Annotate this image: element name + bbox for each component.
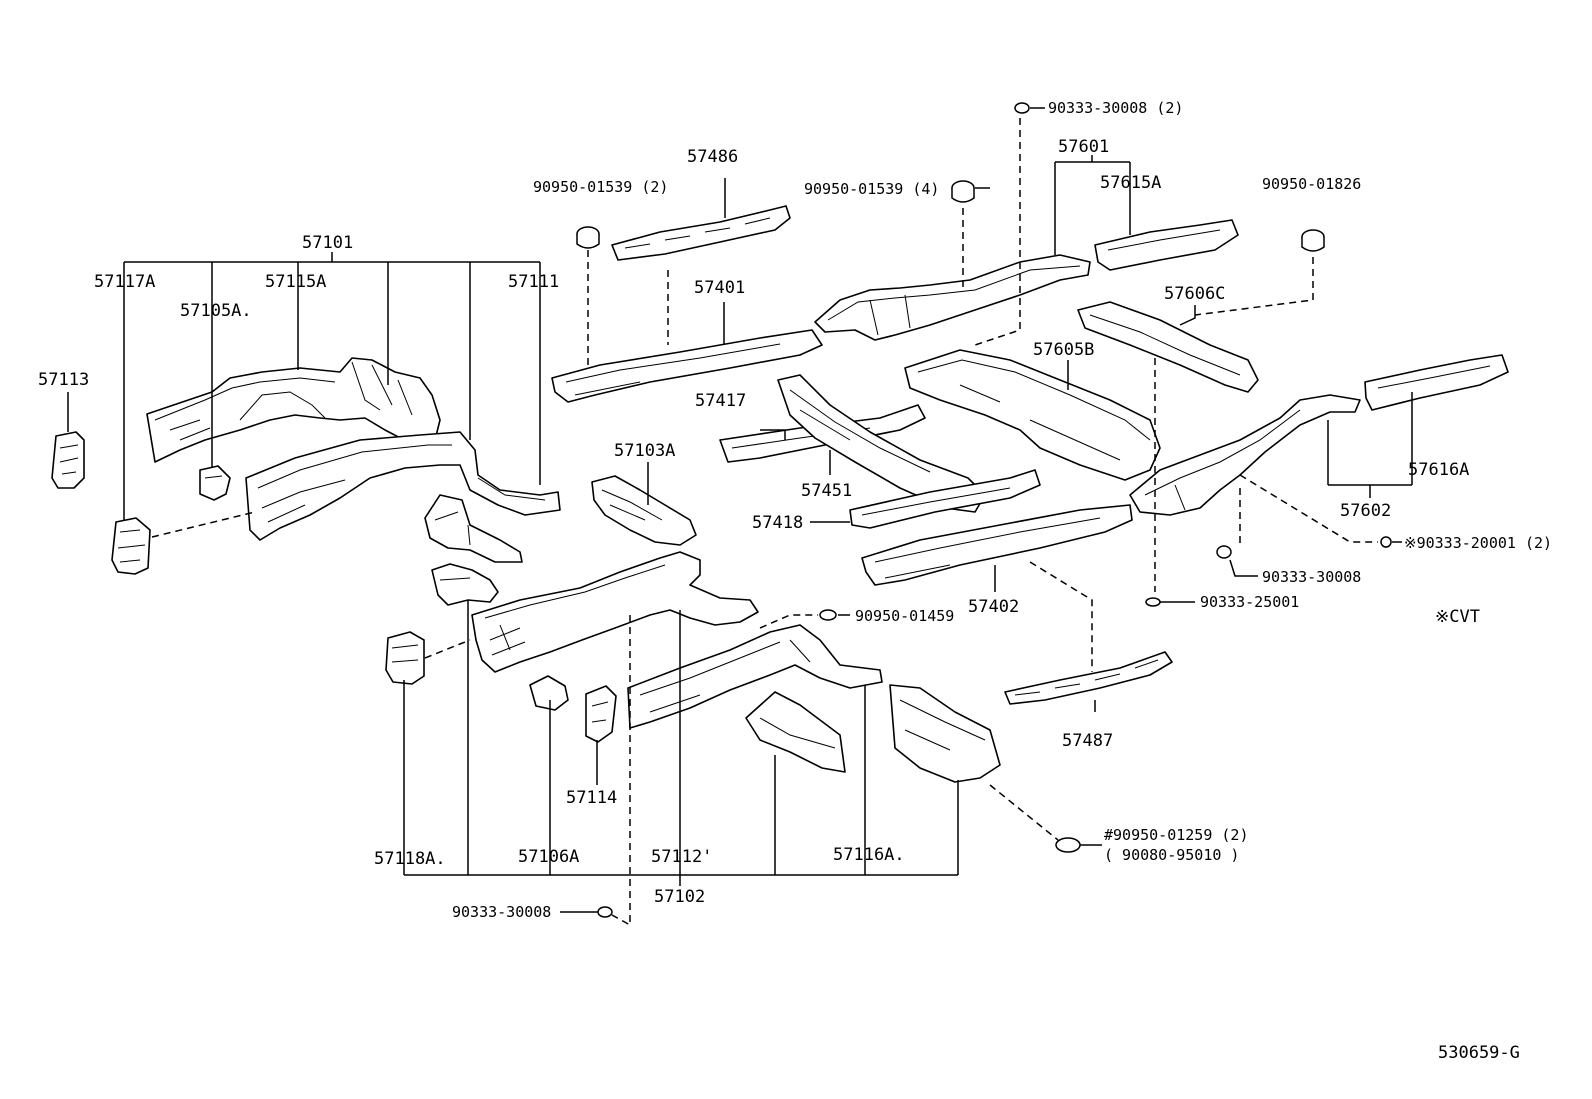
label-90333-30008-bottom: 90333-30008 [452,903,551,921]
label-57105A: 57105A. [180,301,252,321]
label-57417: 57417 [695,391,746,411]
label-cvt-note: ※CVT [1435,607,1480,627]
label-57117A: 57117A [94,272,155,292]
label-90333-30008-2: 90333-30008 (2) [1048,99,1183,117]
label-57486: 57486 [687,147,738,167]
part-57117A-drawing [111,517,151,575]
label-57605B: 57605B [1033,340,1094,360]
part-57103A-drawing [591,475,697,546]
part-57418-drawing [849,469,1041,529]
part-57486-drawing [611,205,791,261]
part-floor-brace-drawing [745,691,846,773]
label-57101: 57101 [302,233,353,253]
label-57111: 57111 [508,272,559,292]
plug-90950-01826-body [1301,237,1325,252]
part-57116A-drawing [627,624,883,729]
label-57116A: 57116A. [833,845,905,865]
label-90333-20001-2: ※90333-20001 (2) [1404,534,1552,552]
label-57114: 57114 [566,788,617,808]
label-57402: 57402 [968,597,1019,617]
part-57106A-drawing [529,675,569,711]
label-57615A: 57615A [1100,173,1161,193]
plug-90333-30008-top [1014,102,1030,114]
dashed-attachment-lines [151,118,1378,927]
label-57451: 57451 [801,481,852,501]
part-57606C-drawing [1077,301,1259,393]
label-57602: 57602 [1340,501,1391,521]
label-57112: 57112' [651,847,712,867]
part-rear-gusset-drawing [889,684,1001,783]
label-90080-95010: ( 90080-95010 ) [1104,846,1239,864]
part-57118A-drawing [385,631,425,685]
label-57418: 57418 [752,513,803,533]
label-57113: 57113 [38,370,89,390]
plug-90333-20001 [1380,536,1392,548]
plug-90950-01259 [1055,837,1081,853]
label-57401: 57401 [694,278,745,298]
plug-90950-01539-left-body [576,234,600,249]
leader-lines [67,107,1413,913]
label-57601: 57601 [1058,137,1109,157]
part-57111-drawing [245,431,561,541]
part-labels: 57101 57117A 57115A 57111 57105A. 57113 … [38,99,1552,1063]
plug-90333-30008-right [1216,545,1232,559]
label-90950-01826: 90950-01826 [1262,175,1361,193]
label-90333-30008-right: 90333-30008 [1262,568,1361,586]
part-57112-drawing [471,551,759,673]
label-90950-01259-2: #90950-01259 (2) [1104,826,1249,844]
part-57113-drawing [51,431,85,489]
part-57402-drawing [861,504,1133,586]
part-57487-drawing [1004,651,1173,705]
label-90333-25001: 90333-25001 [1200,593,1299,611]
label-57103A: 57103A [614,441,675,461]
part-57114-drawing [585,685,617,743]
part-57616A-drawing [1364,354,1509,411]
plug-90333-30008-bottom [597,906,613,918]
label-57115A: 57115A [265,272,326,292]
part-57105A-drawing [199,465,231,501]
label-57118A: 57118A. [374,849,446,869]
part-57601-drawing [814,254,1091,341]
plug-90950-01459 [819,609,837,621]
plug-90333-25001 [1145,597,1161,607]
part-57615A-drawing [1094,219,1239,271]
part-57605B-drawing [904,349,1161,481]
label-57102: 57102 [654,887,705,907]
label-57616A: 57616A [1408,460,1469,480]
label-90950-01539-4: 90950-01539 (4) [804,180,939,198]
figure-code: 530659-G [1438,1043,1520,1063]
part-57602-drawing [1129,394,1361,516]
label-57106A: 57106A [518,847,579,867]
label-57606C: 57606C [1164,284,1225,304]
part-57401-drawing [551,329,823,403]
plug-90950-01539-center-body [951,188,975,203]
part-bracket-mid-drawing [431,563,499,606]
label-57487: 57487 [1062,731,1113,751]
part-bracket-left-drawing [424,494,523,563]
label-90950-01459: 90950-01459 [855,607,954,625]
label-90950-01539-2: 90950-01539 (2) [533,178,668,196]
